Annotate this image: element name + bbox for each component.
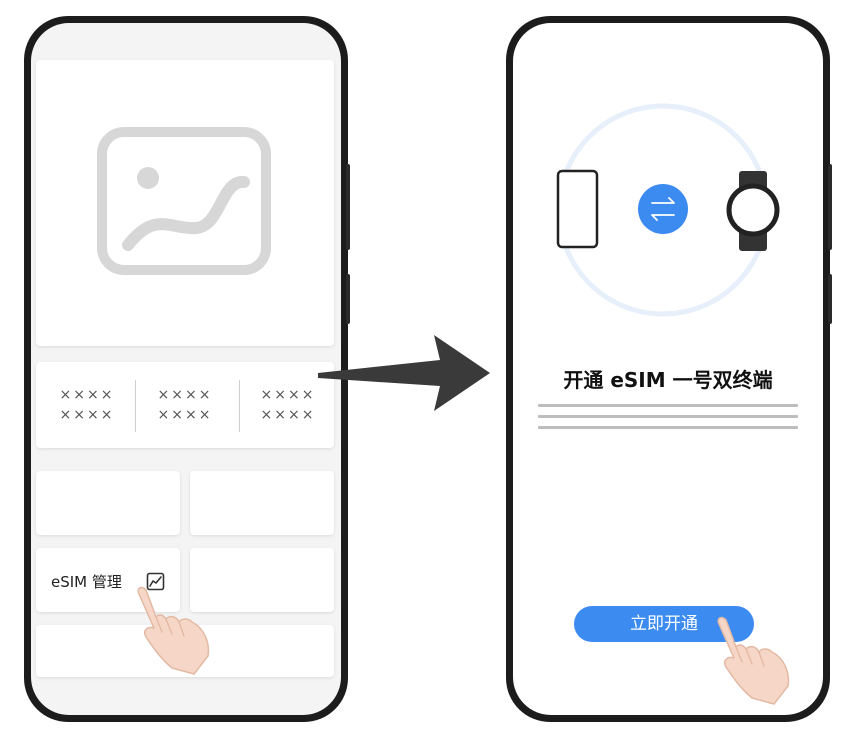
right-phone: 开通 eSIM 一号双终端 立即开通 xyxy=(506,16,832,722)
grid-item-1-line2: ×××× xyxy=(59,407,115,423)
grid-item-3-line2: ×××× xyxy=(260,407,316,423)
left-phone-side-button-2 xyxy=(346,274,350,324)
grid-item-1-line1: ×××× xyxy=(59,387,115,403)
text-placeholder-line-1 xyxy=(538,404,798,407)
grid-divider-2 xyxy=(239,380,240,432)
text-placeholder-line-3 xyxy=(538,426,798,429)
tap-hand-icon-right xyxy=(717,616,790,705)
grid-divider-1 xyxy=(135,380,136,432)
esim-manage-label: eSIM 管理 xyxy=(51,573,122,591)
grid-item-2-line2: ×××× xyxy=(157,407,213,423)
grid-item-1[interactable]: ×××× ×××× xyxy=(42,385,132,425)
swap-arrows-icon xyxy=(638,184,688,234)
banner-image-card[interactable] xyxy=(36,60,334,346)
right-phone-side-button-1 xyxy=(828,164,832,250)
grid-item-3-line1: ×××× xyxy=(260,387,316,403)
image-placeholder-icon xyxy=(97,127,271,275)
grid-item-2[interactable]: ×××× ×××× xyxy=(140,385,230,425)
grid-item-2-line1: ×××× xyxy=(157,387,213,403)
chart-icon xyxy=(146,572,165,591)
left-phone: ×××× ×××× ×××× ×××× ×××× ×××× eSIM 管理 xyxy=(24,16,350,722)
watch-icon xyxy=(726,171,780,251)
right-phone-side-button-2 xyxy=(828,274,832,324)
tap-hand-icon-left xyxy=(137,586,210,675)
esim-manage-tile[interactable]: eSIM 管理 xyxy=(36,548,180,612)
page-title: 开通 eSIM 一号双终端 xyxy=(563,368,773,392)
phone-icon xyxy=(556,169,599,249)
tile-bottom-right[interactable] xyxy=(190,548,334,612)
connect-illustration xyxy=(556,103,780,317)
tile-top-left[interactable] xyxy=(36,471,180,535)
right-phone-screen: 开通 eSIM 一号双终端 立即开通 xyxy=(513,23,823,715)
left-phone-side-button-1 xyxy=(346,164,350,250)
text-placeholder-line-2 xyxy=(538,415,798,418)
tile-top-right[interactable] xyxy=(190,471,334,535)
grid-item-3[interactable]: ×××× ×××× xyxy=(243,385,333,425)
shortcut-grid-card: ×××× ×××× ×××× ×××× ×××× ×××× xyxy=(36,362,334,448)
